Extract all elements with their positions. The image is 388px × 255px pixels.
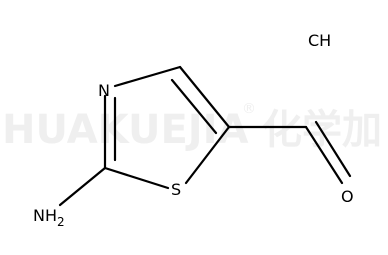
atom-nh2-main: NH [33,206,57,225]
bond-s1-c5 [184,125,231,185]
bond-c-o-inner [314,120,352,178]
atom-nh2: NH2 [33,206,65,229]
atom-nh2-subscript: 2 [57,215,65,229]
watermark-text: HUAKUEJIA [2,107,249,153]
salt-label: CH [308,31,331,50]
bond-c-o [304,125,344,185]
bond-c2-nh2 [58,166,107,207]
bond-c4-c5 [178,65,231,129]
bond-c4-n3 [113,65,182,88]
atom-s-ring: S [171,180,181,199]
atom-o-aldehyde: O [341,187,354,206]
atom-n-ring: N [98,81,110,100]
watermark: HUAKUEJIA ® 化学加 [2,101,382,153]
watermark-registered-mark: ® [242,101,256,117]
bonds [58,65,352,207]
bond-c2-s1 [103,166,170,190]
atom-labels: N S NH2 O CH [33,31,354,229]
bond-c4-c5-inner [170,78,218,135]
